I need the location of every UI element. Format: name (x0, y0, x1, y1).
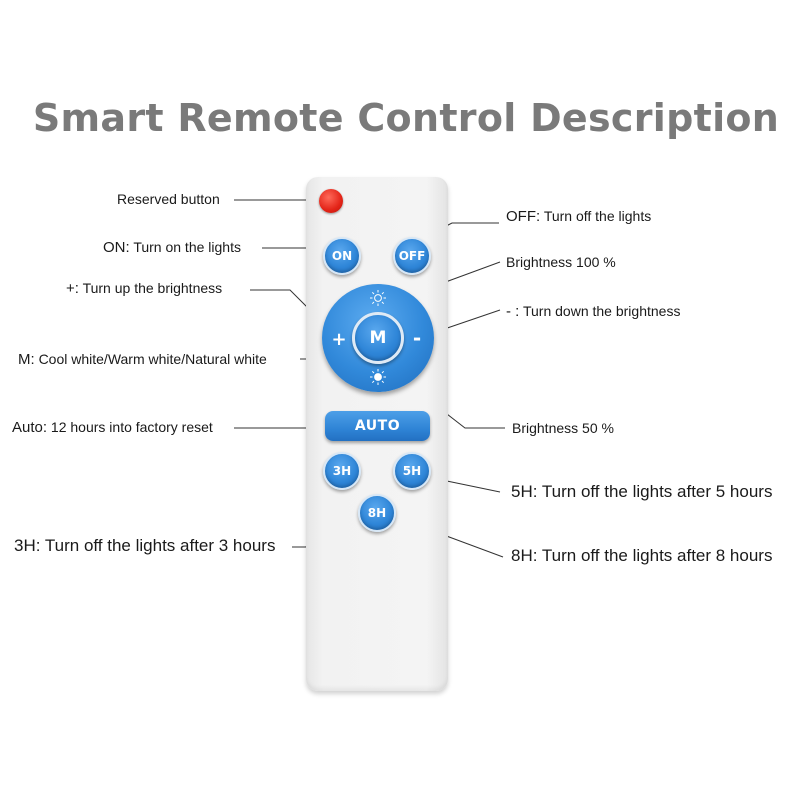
off-button[interactable]: OFF (393, 237, 431, 275)
label-5h-text: Turn off the lights after 5 hours (541, 482, 773, 501)
label-brightness-100: Brightness 100 % (506, 253, 616, 271)
label-3h: 3H: Turn off the lights after 3 hours (14, 537, 275, 555)
label-8h: 8H: Turn off the lights after 8 hours (511, 547, 772, 565)
label-auto: Auto: 12 hours into factory reset (12, 418, 213, 437)
label-reserved-text: Reserved button (117, 191, 220, 207)
label-m: M: Cool white/Warm white/Natural white (18, 350, 267, 369)
label-5h-key: 5H: (511, 482, 538, 501)
label-m-text: Cool white/Warm white/Natural white (38, 351, 267, 367)
label-minus: - : Turn down the brightness (506, 302, 680, 321)
5h-button[interactable]: 5H (393, 452, 431, 490)
label-auto-key: Auto: (12, 419, 48, 436)
label-brightness-50: Brightness 50 % (512, 419, 614, 437)
reserved-button[interactable] (319, 189, 343, 213)
label-5h: 5H: Turn off the lights after 5 hours (511, 483, 772, 501)
label-auto-text: 12 hours into factory reset (50, 419, 213, 435)
label-minus-key: - : (506, 303, 520, 320)
label-brightness-50-text: Brightness 50 % (512, 420, 614, 436)
label-off-text: Turn off the lights (543, 208, 652, 224)
3h-button[interactable]: 3H (323, 452, 361, 490)
m-button[interactable]: M (352, 312, 404, 364)
label-plus: +: Turn up the brightness (66, 279, 222, 298)
8h-button[interactable]: 8H (358, 494, 396, 532)
label-m-key: M: (18, 351, 35, 368)
label-brightness-100-text: Brightness 100 % (506, 254, 616, 270)
label-on: ON: Turn on the lights (103, 238, 241, 257)
label-plus-text: Turn up the brightness (82, 280, 223, 296)
label-8h-text: Turn off the lights after 8 hours (541, 546, 773, 565)
label-minus-text: Turn down the brightness (522, 303, 681, 319)
page-title: Smart Remote Control Description (32, 96, 780, 140)
label-off-key: OFF: (506, 208, 541, 225)
label-reserved: Reserved button (117, 190, 220, 208)
auto-button[interactable]: AUTO (325, 411, 430, 441)
label-on-key: ON: (103, 239, 130, 256)
label-3h-text: Turn off the lights after 3 hours (44, 536, 276, 555)
minus-button[interactable]: - (412, 326, 422, 350)
label-on-text: Turn on the lights (133, 239, 241, 255)
label-8h-key: 8H: (511, 546, 538, 565)
label-off: OFF: Turn off the lights (506, 207, 651, 226)
brightness-down-icon[interactable] (369, 368, 387, 386)
plus-button[interactable]: + (331, 328, 347, 350)
brightness-up-icon[interactable] (369, 289, 387, 307)
on-button[interactable]: ON (323, 237, 361, 275)
label-plus-key: +: (66, 280, 79, 297)
label-3h-key: 3H: (14, 536, 41, 555)
